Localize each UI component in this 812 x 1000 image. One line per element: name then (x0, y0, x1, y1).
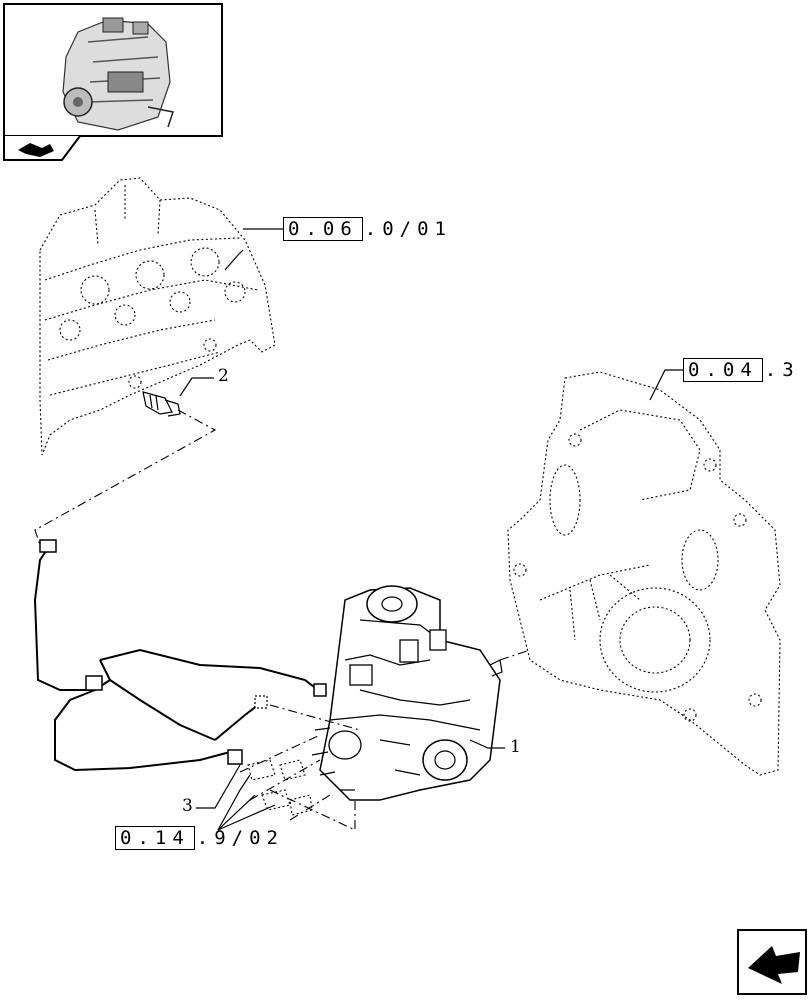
reference-bottom[interactable]: 0.14 .9/02 (115, 825, 284, 851)
reference-top[interactable]: 0.06 .0/01 (283, 216, 452, 242)
fuel-injection-pump[interactable] (311, 585, 503, 801)
reference-right-code: 0.04 (683, 358, 763, 382)
cylinder-head-outline (39, 177, 276, 456)
pipe-fittings (247, 759, 313, 816)
coolant-temperature-sensor[interactable] (142, 391, 181, 417)
reference-right-suffix: .3 (764, 359, 800, 381)
callout-harness: 3 (182, 796, 193, 816)
wiring-harness[interactable] (33, 539, 327, 772)
assembly-lines (34, 409, 531, 831)
reference-right[interactable]: 0.04 .3 (683, 357, 800, 383)
callout-pump: 1 (510, 737, 521, 757)
callout-sensor: 2 (218, 366, 229, 386)
engine-thumbnail-icon[interactable] (3, 3, 223, 137)
reference-top-suffix: .0/01 (364, 218, 452, 240)
reference-bottom-code: 0.14 (115, 826, 195, 850)
leader-lines (179, 228, 683, 831)
reference-top-code: 0.06 (283, 217, 363, 241)
front-cover-outline (507, 371, 781, 776)
next-page-arrow-icon[interactable] (737, 929, 807, 995)
parts-tab-icon[interactable] (3, 135, 81, 161)
reference-bottom-suffix: .9/02 (196, 827, 284, 849)
